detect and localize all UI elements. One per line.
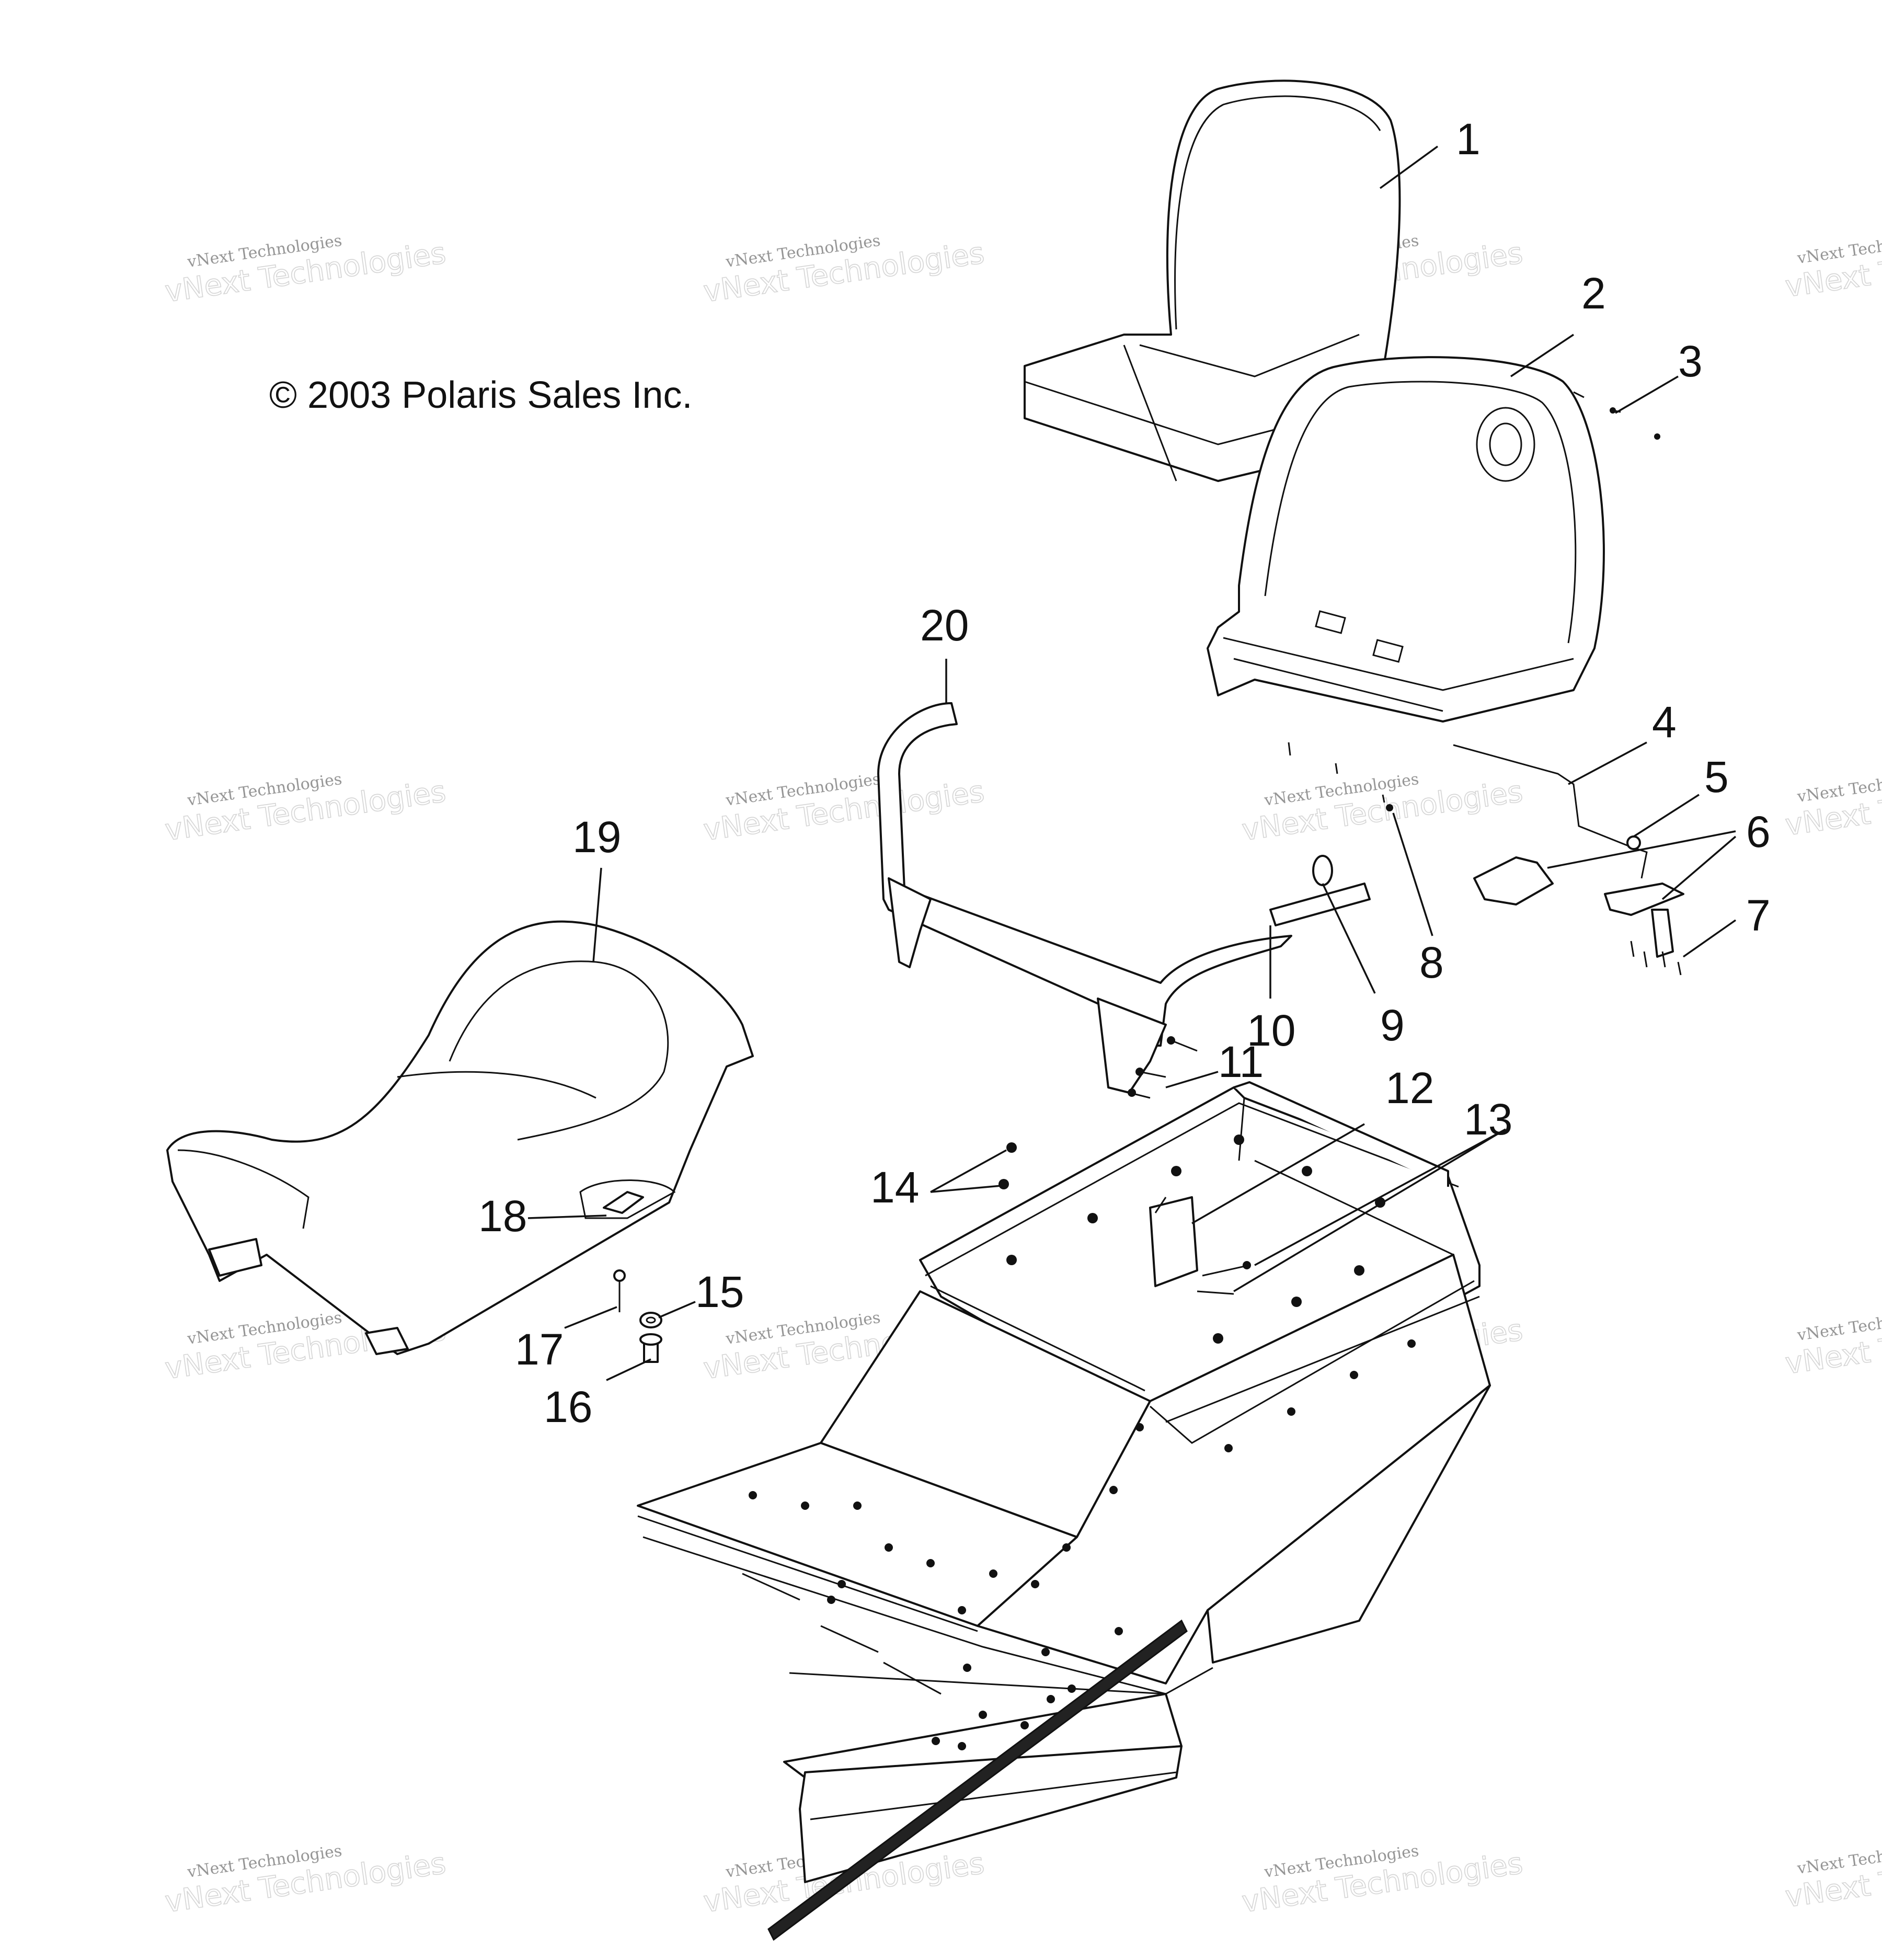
callout-7: 7 bbox=[1746, 891, 1771, 940]
callout-6: 6 bbox=[1746, 807, 1771, 856]
copyright-notice: © 2003 Polaris Sales Inc. bbox=[269, 374, 692, 416]
watermark: vNext Technologies vNext Technologies bbox=[701, 232, 987, 310]
callout-8: 8 bbox=[1419, 938, 1444, 987]
part-12-bracket bbox=[1149, 1196, 1198, 1287]
watermark: vNext Technologies vNext Technologies bbox=[163, 770, 449, 848]
part-2-seat-back bbox=[1207, 356, 1605, 723]
part-17-screw bbox=[613, 1269, 626, 1312]
watermark: vNext Technologies vNext Technologies bbox=[1783, 1838, 1882, 1915]
callout-5: 5 bbox=[1704, 752, 1729, 801]
callout-12: 12 bbox=[1385, 1063, 1434, 1113]
chassis-holes bbox=[749, 1134, 1416, 1750]
watermark: vNext Technologies vNext Technologies bbox=[1783, 228, 1882, 304]
watermark: vNext Technologies vNext Technologies bbox=[1240, 1842, 1525, 1920]
callout-11: 11 bbox=[1218, 1037, 1264, 1086]
callout-14: 14 bbox=[870, 1163, 919, 1212]
callout-3: 3 bbox=[1678, 337, 1703, 386]
part-15-washer bbox=[639, 1312, 662, 1328]
leader-lines bbox=[527, 145, 1737, 1381]
part-4-latch-rod bbox=[1453, 744, 1648, 879]
callout-1: 1 bbox=[1456, 114, 1481, 164]
part-13-pins bbox=[1197, 1261, 1251, 1295]
callout-9: 9 bbox=[1380, 1001, 1405, 1050]
watermark: vNext Technologies vNext Technologies bbox=[701, 770, 987, 848]
callout-17: 17 bbox=[515, 1325, 564, 1374]
callout-20: 20 bbox=[920, 601, 969, 650]
callout-15: 15 bbox=[695, 1267, 744, 1316]
callout-19: 19 bbox=[572, 812, 621, 862]
callout-10: 10 bbox=[1247, 1006, 1295, 1055]
callout-16: 16 bbox=[544, 1382, 592, 1431]
part-6-latch-brackets bbox=[1473, 856, 1684, 958]
watermark: vNext Technologies vNext Technologies bbox=[1783, 1305, 1882, 1381]
callout-labels: 1 2 3 4 5 6 7 8 9 10 11 12 13 14 15 16 1… bbox=[478, 114, 1771, 1431]
part-14-rivets bbox=[999, 1142, 1017, 1189]
speaker-grille bbox=[1476, 407, 1535, 482]
callout-2: 2 bbox=[1581, 269, 1606, 318]
chassis-tunnel bbox=[637, 1081, 1491, 1941]
watermark: vNext Technologies vNext Technologies bbox=[163, 232, 449, 310]
part-16-bolt bbox=[639, 1333, 662, 1363]
part-10-grip bbox=[1269, 882, 1371, 926]
part-19-rear-seat bbox=[166, 920, 754, 1355]
part-20-grab-bar bbox=[877, 702, 1292, 1094]
part-8-bolts bbox=[1288, 742, 1393, 811]
part-11-bolts bbox=[1128, 1036, 1198, 1099]
callout-13: 13 bbox=[1464, 1095, 1512, 1144]
part-5-nut bbox=[1626, 835, 1641, 850]
part-3-fasteners bbox=[1573, 391, 1660, 440]
watermark: vNext Technologies vNext Technologies bbox=[163, 1842, 449, 1920]
part-9-end-cap bbox=[1312, 855, 1333, 886]
part-7-screws bbox=[1630, 941, 1682, 976]
watermark: vNext Technologies vNext Technologies bbox=[1240, 770, 1525, 848]
callout-4: 4 bbox=[1652, 697, 1677, 747]
watermark: vNext Technologies vNext Technologies bbox=[1783, 766, 1882, 843]
part-18-latch bbox=[603, 1191, 644, 1214]
callout-18: 18 bbox=[478, 1191, 527, 1241]
